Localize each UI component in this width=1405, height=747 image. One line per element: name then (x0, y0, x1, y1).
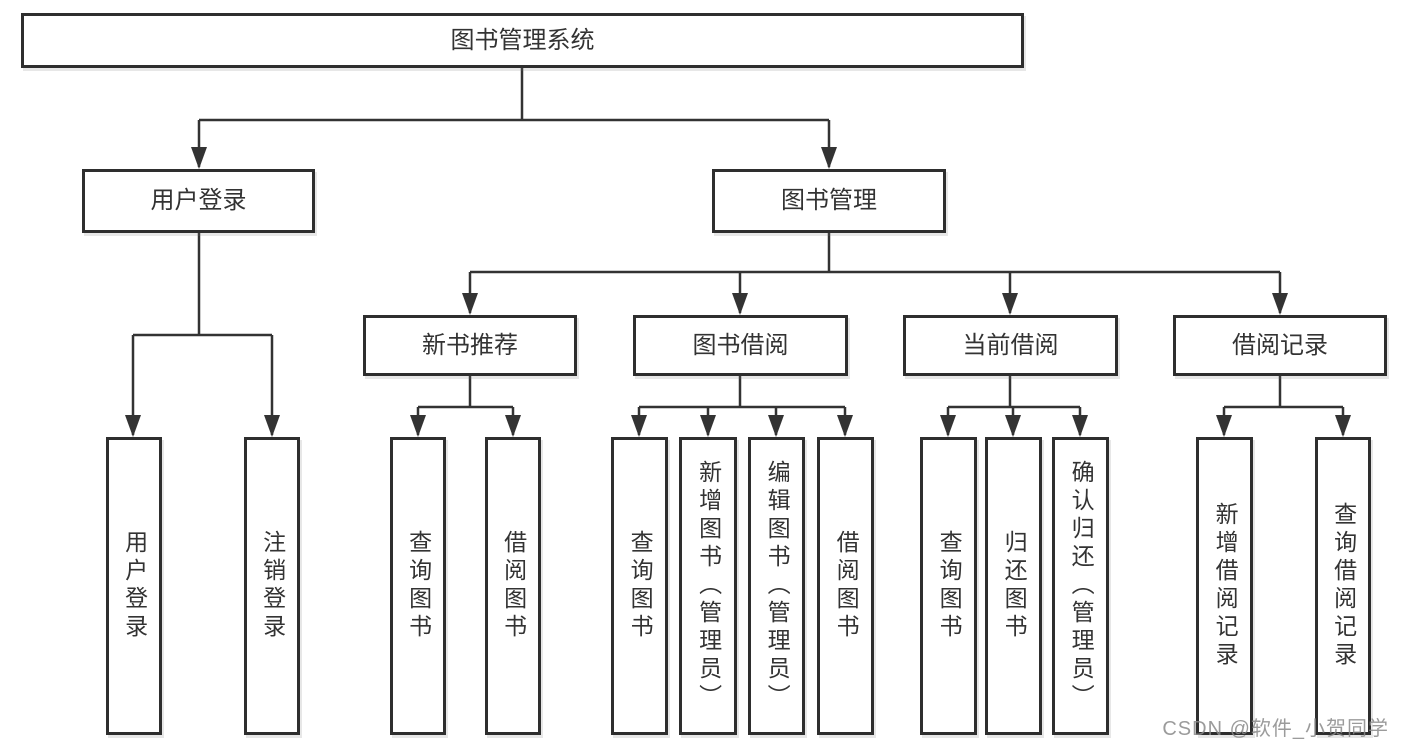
node-label: 借阅图书 (500, 530, 527, 642)
leaf-current-query-books: 查询图书 (920, 437, 977, 735)
node-label: 确认归还（管理员） (1068, 460, 1095, 712)
leaf-add-books-admin: 新增图书（管理员） (679, 437, 737, 735)
leaf-recommend-query-books: 查询图书 (390, 437, 446, 735)
node-label: 注销登录 (259, 530, 286, 642)
node-library-system-root: 图书管理系统 (21, 13, 1024, 68)
node-label: 图书借阅 (692, 331, 789, 359)
node-label: 借阅记录 (1232, 331, 1328, 359)
node-label: 编辑图书（管理员） (764, 460, 791, 712)
leaf-borrow-query-books: 查询图书 (611, 437, 668, 735)
connector-recommend-to-leaves (410, 376, 521, 437)
connector-login-to-leaves (125, 233, 280, 437)
node-book-management: 图书管理 (712, 169, 946, 233)
node-label: 当前借阅 (962, 331, 1059, 359)
leaf-borrow-books: 借阅图书 (817, 437, 874, 735)
leaf-confirm-return-admin: 确认归还（管理员） (1052, 437, 1109, 735)
node-label: 新增图书（管理员） (695, 460, 722, 712)
leaf-logout: 注销登录 (244, 437, 300, 735)
connector-current-to-leaves (940, 376, 1088, 437)
connector-borrow-to-leaves (631, 376, 853, 437)
connector-mgmt-to-level3 (462, 233, 1288, 315)
node-label: 查询图书 (405, 530, 432, 642)
node-label: 查询借阅记录 (1330, 502, 1357, 670)
leaf-recommend-borrow-books: 借阅图书 (485, 437, 541, 735)
leaf-edit-books-admin: 编辑图书（管理员） (748, 437, 805, 735)
connector-records-to-leaves (1216, 376, 1351, 437)
node-borrow-records: 借阅记录 (1173, 315, 1387, 376)
node-label: 查询图书 (627, 530, 654, 642)
leaf-query-borrow-record: 查询借阅记录 (1315, 437, 1371, 735)
node-label: 新增借阅记录 (1212, 502, 1239, 670)
leaf-add-borrow-record: 新增借阅记录 (1196, 437, 1253, 735)
node-label: 归还图书 (1001, 530, 1028, 642)
node-label: 图书管理系统 (450, 26, 595, 54)
connector-root-to-level2 (191, 68, 837, 169)
node-user-login: 用户登录 (82, 169, 315, 233)
leaf-return-books: 归还图书 (985, 437, 1042, 735)
node-label: 图书管理 (781, 187, 877, 214)
node-label: 新书推荐 (422, 331, 518, 359)
node-label: 用户登录 (121, 530, 148, 642)
csdn-watermark: CSDN @软件_小贺同学 (1162, 718, 1389, 740)
node-book-borrow: 图书借阅 (633, 315, 848, 376)
node-label: 用户登录 (150, 187, 247, 214)
leaf-user-login: 用户登录 (106, 437, 162, 735)
node-label: 查询图书 (936, 530, 963, 642)
node-new-book-recommend: 新书推荐 (363, 315, 577, 376)
node-label: 借阅图书 (833, 530, 860, 642)
node-current-borrow: 当前借阅 (903, 315, 1118, 376)
